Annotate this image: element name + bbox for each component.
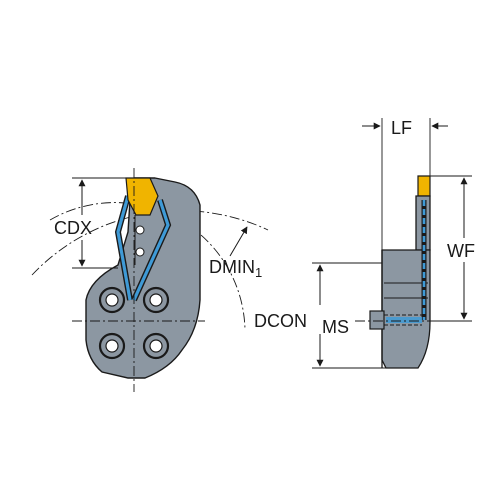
lf-label: LF xyxy=(391,118,412,138)
ms-label: MS xyxy=(322,317,349,337)
side-insert xyxy=(417,175,431,197)
dmin-label-subscript: 1 xyxy=(255,265,262,280)
front-clamp-screw-lower xyxy=(135,247,145,257)
side-coolant-connector xyxy=(369,310,385,330)
side-view: LF WF DCON MS xyxy=(254,118,475,369)
dmin-leader xyxy=(229,226,248,257)
front-coolant-channel-left-fill xyxy=(116,195,132,301)
front-view: CDX DMIN1 xyxy=(31,168,269,392)
dmin-label-main: DMIN xyxy=(209,257,255,277)
side-coolant-bore-fill xyxy=(386,317,422,323)
mounting-hole-center xyxy=(105,339,119,353)
wf-label: WF xyxy=(447,241,475,261)
dcon-label: DCON xyxy=(254,311,307,331)
front-clamp-screw-upper xyxy=(135,225,145,235)
front-mounting-holes xyxy=(98,286,170,360)
cdx-label: CDX xyxy=(54,218,92,238)
side-tool-body xyxy=(381,249,431,369)
mounting-hole-center xyxy=(149,293,163,307)
mounting-hole-center xyxy=(149,339,163,353)
front-coolant-channel-right-fill xyxy=(132,199,170,301)
dmin-label: DMIN1 xyxy=(209,257,262,280)
mounting-hole-center xyxy=(105,293,119,307)
